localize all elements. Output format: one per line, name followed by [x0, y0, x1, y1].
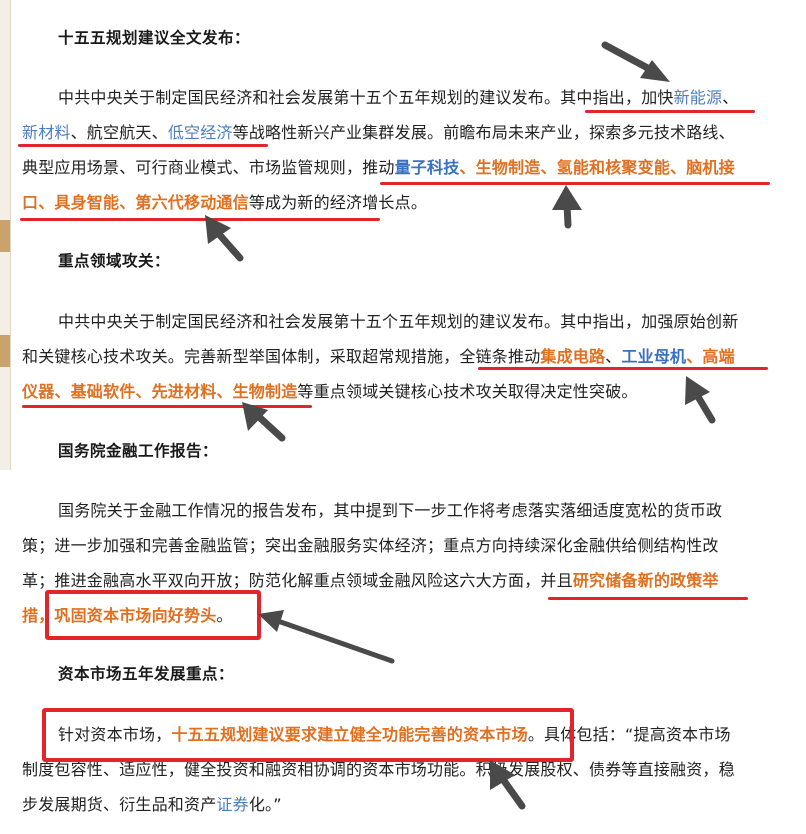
body-text: 策；进一步加强和完善金融监管；突出金融服务实体经济；重点方向持续深化金融供给侧结… [22, 536, 719, 555]
arrow-annotation-icon [552, 185, 582, 229]
body-text: 和关键核心技术攻关。完善新型举国体制，采取超常规措施，全链条推动 [22, 347, 541, 366]
body-text: 针对资本市场， [58, 725, 172, 744]
body-text: 中共中央关于制定国民经济和社会发展第十五个五年规划的建议发布。其中指出，加强原始… [58, 312, 739, 331]
paragraph-line: 新材料、航空航天、低空经济等战略性新兴产业集群发展。前瞻布局未来产业，探索多元技… [22, 115, 774, 150]
red-box-annotation [42, 708, 574, 762]
paragraph-line: 典型应用场景、可行商业模式、市场监管规则，推动量子科技、生物制造、氢能和核聚变能… [22, 150, 774, 185]
red-underline-annotation [478, 367, 768, 370]
highlight-text: 量子科技 [394, 158, 460, 177]
arrow-annotation-icon [685, 376, 716, 424]
arrow-annotation-icon [601, 41, 670, 82]
paragraph-finance-report: 国务院关于金融工作情况的报告发布，其中提到下一步工作将考虑落实落细适度宽松的货币… [22, 493, 774, 633]
paragraph-line: 国务院关于金融工作情况的报告发布，其中提到下一步工作将考虑落实落细适度宽松的货币… [22, 493, 774, 528]
body-text: 制度包容性、适应性，健全投资和融资相协调的资本市场功能。积极发展股权、债券等直接… [22, 760, 735, 779]
paragraph-line: 措，巩固资本市场向好势头。 [22, 598, 774, 633]
paragraph-line: 口、具身智能、第六代移动通信等成为新的经济增长点。 [22, 185, 774, 220]
highlight-text: 工业母机 [621, 347, 687, 366]
highlight-text: 措，巩固资本市场向好势头 [22, 606, 217, 625]
highlight-text: 口、具身智能、第六代移动通信 [22, 193, 249, 212]
body-text: 革；推进金融高水平双向开放；防范化解重点领域金融风险这六大方面，并且 [22, 571, 573, 590]
body-text: 、 [605, 347, 622, 366]
section-heading-finance-report: 国务院金融工作报告： [58, 442, 219, 460]
sidebar-tab-marker [0, 335, 10, 367]
highlight-text: 集成电路 [540, 347, 606, 366]
highlight-text: 、高端 [686, 347, 735, 366]
red-underline-annotation [22, 405, 312, 408]
paragraph-key-fields: 中共中央关于制定国民经济和社会发展第十五个五年规划的建议发布。其中指出，加强原始… [22, 304, 774, 409]
paragraph-line: 仪器、基础软件、先进材料、生物制造等重点领域关键核心技术攻关取得决定性突破。 [22, 374, 774, 409]
red-box-annotation [45, 590, 261, 640]
section-heading-capital-market: 资本市场五年发展重点： [58, 665, 235, 683]
red-underline-annotation [20, 218, 380, 221]
red-underline-annotation [18, 144, 268, 147]
paragraph-plan-release: 中共中央关于制定国民经济和社会发展第十五个五年规划的建议发布。其中指出，加快新能… [22, 80, 774, 220]
highlight-text: 、生物制造、氢能和核聚变能、脑机接 [459, 158, 735, 177]
body-text: 化。” [248, 795, 282, 814]
arrow-annotation-icon [205, 215, 244, 262]
sidebar-tab-marker [0, 220, 10, 252]
body-text: 典型应用场景、可行商业模式、市场监管规则，推动 [22, 158, 395, 177]
arrow-annotation-icon [258, 610, 395, 664]
body-text: 等重点领域关键核心技术攻关取得决定性突破。 [297, 382, 638, 401]
paragraph-line: 制度包容性、适应性，健全投资和融资相协调的资本市场功能。积极发展股权、债券等直接… [22, 752, 774, 787]
paragraph-line: 中共中央关于制定国民经济和社会发展第十五个五年规划的建议发布。其中指出，加强原始… [22, 304, 774, 339]
paragraph-line: 步发展期货、衍生品和资产证券化。” [22, 787, 774, 822]
body-text: 等战略性新兴产业集群发展。前瞻布局未来产业，探索多元技术路线、 [232, 123, 735, 142]
link-text: 新能源 [673, 88, 723, 107]
body-text: 。具体包括：“提高资本市场 [527, 725, 731, 744]
paragraph-line: 革；推进金融高水平双向开放；防范化解重点领域金融风险这六大方面，并且研究储备新的… [22, 563, 774, 598]
paragraph-line: 策；进一步加强和完善金融监管；突出金融服务实体经济；重点方向持续深化金融供给侧结… [22, 528, 774, 563]
highlight-text: 研究储备新的政策举 [572, 571, 719, 590]
body-text: 国务院关于金融工作情况的报告发布，其中提到下一步工作将考虑落实落细适度宽松的货币… [58, 501, 723, 520]
body-text: 等成为新的经济增长点。 [248, 193, 428, 212]
body-text: 步发展期货、衍生品和资产 [22, 795, 217, 814]
paragraph-line: 和关键核心技术攻关。完善新型举国体制，采取超常规措施，全链条推动集成电路、工业母… [22, 339, 774, 374]
arrow-annotation-icon [242, 402, 286, 442]
section-heading-key-fields: 重点领域攻关： [58, 252, 171, 270]
highlight-text: 十五五规划建议要求建立健全功能完善的资本市场 [171, 725, 528, 744]
paragraph-line: 中共中央关于制定国民经济和社会发展第十五个五年规划的建议发布。其中指出，加快新能… [22, 80, 774, 115]
paragraph-capital-market: 针对资本市场，十五五规划建议要求建立健全功能完善的资本市场。具体包括：“提高资本… [22, 717, 774, 822]
arrow-annotation-icon [490, 760, 526, 810]
body-text: 中共中央关于制定国民经济和社会发展第十五个五年规划的建议发布。其中指出，加快 [58, 88, 674, 107]
link-text: 新材料 [22, 123, 71, 142]
section-heading-plan-release: 十五五规划建议全文发布： [58, 29, 251, 47]
red-underline-annotation [548, 597, 748, 600]
link-text: 低空经济 [167, 123, 233, 142]
body-text: 、 [722, 88, 739, 107]
red-underline-annotation [585, 110, 755, 113]
paragraph-line: 针对资本市场，十五五规划建议要求建立健全功能完善的资本市场。具体包括：“提高资本… [22, 717, 774, 752]
link-text: 证券 [216, 795, 249, 814]
body-text: 。 [216, 606, 233, 625]
red-underline-annotation [380, 182, 770, 185]
body-text: 、航空航天、 [70, 123, 168, 142]
highlight-text: 仪器、基础软件、先进材料、生物制造 [22, 382, 298, 401]
